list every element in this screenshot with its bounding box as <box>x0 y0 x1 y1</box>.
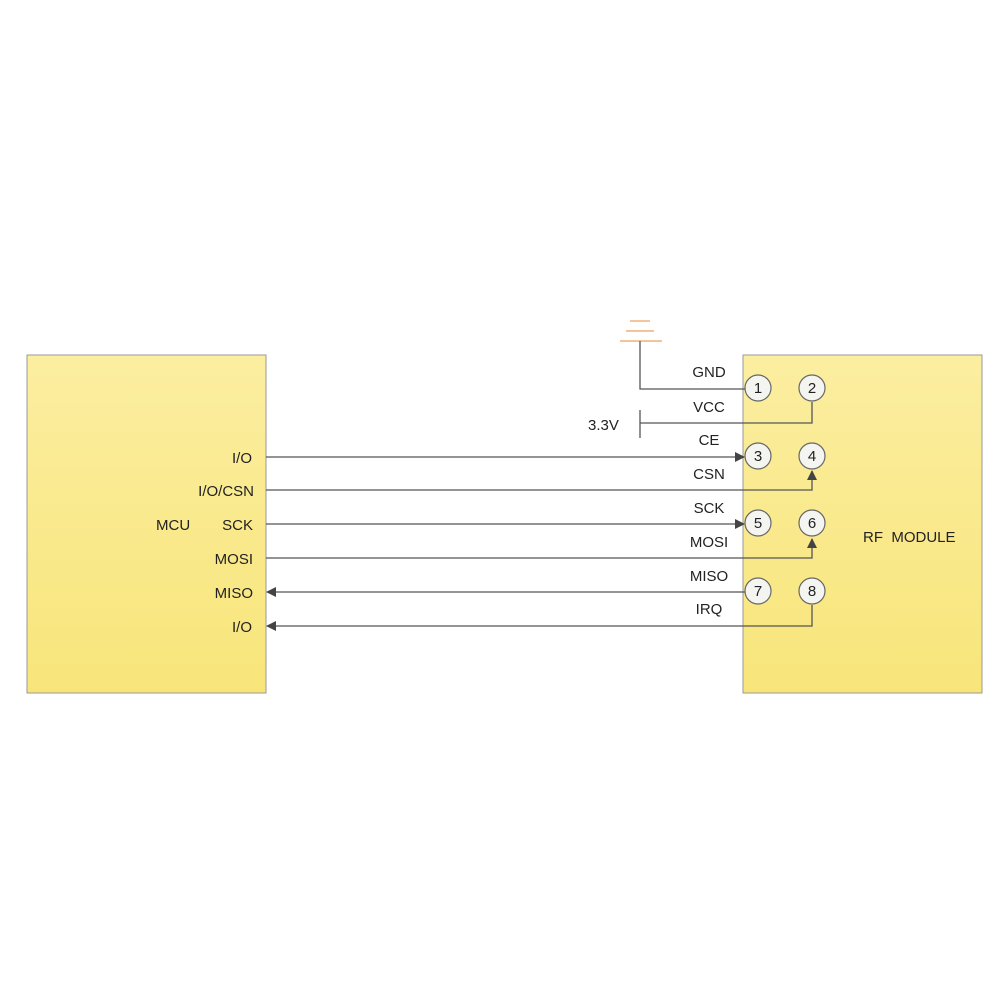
signal-sck: SCK <box>694 500 725 517</box>
wire-mosi <box>266 538 817 559</box>
ground-icon <box>620 320 662 342</box>
rf-pin-7: 7 <box>744 577 772 605</box>
mcu-pin-sck: SCK <box>222 517 253 534</box>
supply-voltage-label: 3.3V <box>588 417 619 434</box>
signal-csn: CSN <box>693 466 725 483</box>
signal-ce: CE <box>699 432 720 449</box>
pin-circle <box>744 442 772 470</box>
rf-pin-8: 8 <box>798 577 826 605</box>
pin-number: 3 <box>754 448 762 465</box>
mcu-pin-miso: MISO <box>215 585 253 602</box>
rf-module-label: RF MODULE <box>863 529 956 546</box>
pin-circle <box>744 509 772 537</box>
pin-circle <box>798 374 826 402</box>
mcu-label: MCU <box>156 517 190 534</box>
pin-circle <box>798 442 826 470</box>
pin-number: 7 <box>754 583 762 600</box>
rf-pin-5: 5 <box>744 509 772 537</box>
signal-mosi: MOSI <box>690 534 728 551</box>
wire-vcc <box>640 402 813 424</box>
pin-number: 6 <box>808 515 816 532</box>
signal-gnd: GND <box>692 364 726 381</box>
rf-pin-1: 1 <box>744 374 772 402</box>
pin-number: 4 <box>808 448 816 465</box>
signal-irq: IRQ <box>696 601 723 618</box>
rf-pin-6: 6 <box>798 509 826 537</box>
pin-circle <box>744 374 772 402</box>
pin-circle <box>798 509 826 537</box>
mcu-pin-io-csn: I/O/CSN <box>198 483 254 500</box>
wire-gnd <box>639 341 745 390</box>
mcu-pin-io: I/O <box>232 450 252 467</box>
mcu-pin-io-2: I/O <box>232 619 252 636</box>
mcu-box <box>26 354 267 694</box>
signal-miso: MISO <box>690 568 728 585</box>
rf-module-box <box>742 354 983 694</box>
pin-circle <box>798 577 826 605</box>
rf-pin-4: 4 <box>798 442 826 470</box>
pin-number: 2 <box>808 380 816 397</box>
rf-pin-2: 2 <box>798 374 826 402</box>
signal-vcc: VCC <box>693 399 725 416</box>
pin-number: 8 <box>808 583 816 600</box>
wire-csn <box>266 470 817 491</box>
pin-number: 1 <box>754 380 762 397</box>
rf-pin-3: 3 <box>744 442 772 470</box>
pin-number: 5 <box>754 515 762 532</box>
pin-circle <box>744 577 772 605</box>
mcu-pin-mosi: MOSI <box>215 551 253 568</box>
wire-irq <box>266 605 813 631</box>
